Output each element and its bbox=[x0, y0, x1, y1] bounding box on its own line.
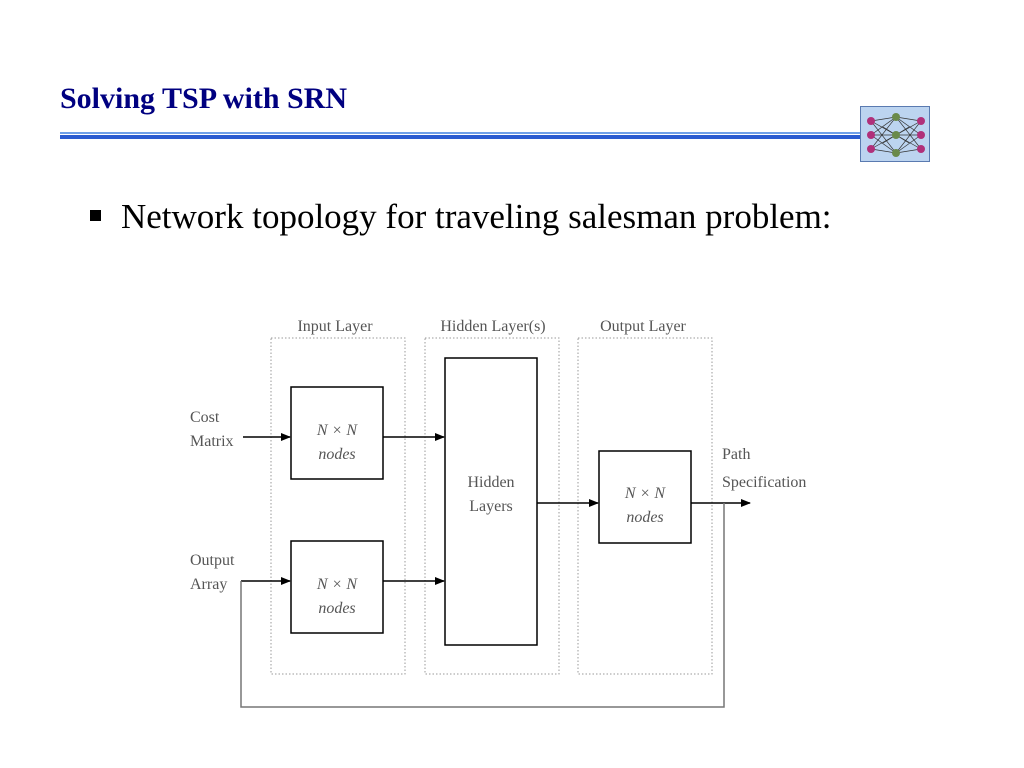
input-node-top-line1: N × N bbox=[316, 422, 358, 439]
input-node-bottom-line1: N × N bbox=[316, 576, 358, 593]
input-layer-region bbox=[270, 337, 406, 675]
output-node-box bbox=[598, 450, 692, 544]
output-layer-label: Output Layer bbox=[600, 318, 686, 335]
bullet-text: Network topology for traveling salesman … bbox=[121, 197, 832, 236]
hidden-layer-region bbox=[424, 337, 560, 675]
path-label-line1: Path bbox=[722, 446, 750, 463]
input-node-top-line2: nodes bbox=[318, 446, 355, 463]
input-node-box-top bbox=[290, 386, 384, 480]
cost-label-line1: Cost bbox=[190, 409, 220, 426]
slide-title: Solving TSP with SRN bbox=[60, 82, 348, 115]
output-array-label-line2: Array bbox=[190, 576, 227, 593]
output-node-line1: N × N bbox=[624, 485, 666, 502]
input-node-bottom-line2: nodes bbox=[318, 600, 355, 617]
output-layer-region bbox=[577, 337, 713, 675]
hidden-layers-line1: Hidden bbox=[467, 474, 514, 491]
hidden-layer-label: Hidden Layer(s) bbox=[440, 318, 545, 335]
output-array-label-line1: Output bbox=[190, 552, 235, 569]
neural-network-logo-icon bbox=[860, 106, 930, 162]
feedback-loop-line bbox=[240, 503, 725, 708]
output-node-line2: nodes bbox=[626, 509, 663, 526]
hidden-layers-box bbox=[444, 357, 538, 646]
bullet-item: Network topology for traveling salesman … bbox=[90, 197, 832, 237]
square-bullet-icon bbox=[90, 210, 101, 222]
cost-label-line2: Matrix bbox=[190, 433, 234, 450]
input-layer-label: Input Layer bbox=[297, 318, 373, 335]
input-node-box-bottom bbox=[290, 540, 384, 634]
path-label-line2: Specification bbox=[722, 474, 806, 491]
title-rule bbox=[60, 132, 860, 140]
hidden-layers-line2: Layers bbox=[469, 498, 513, 515]
